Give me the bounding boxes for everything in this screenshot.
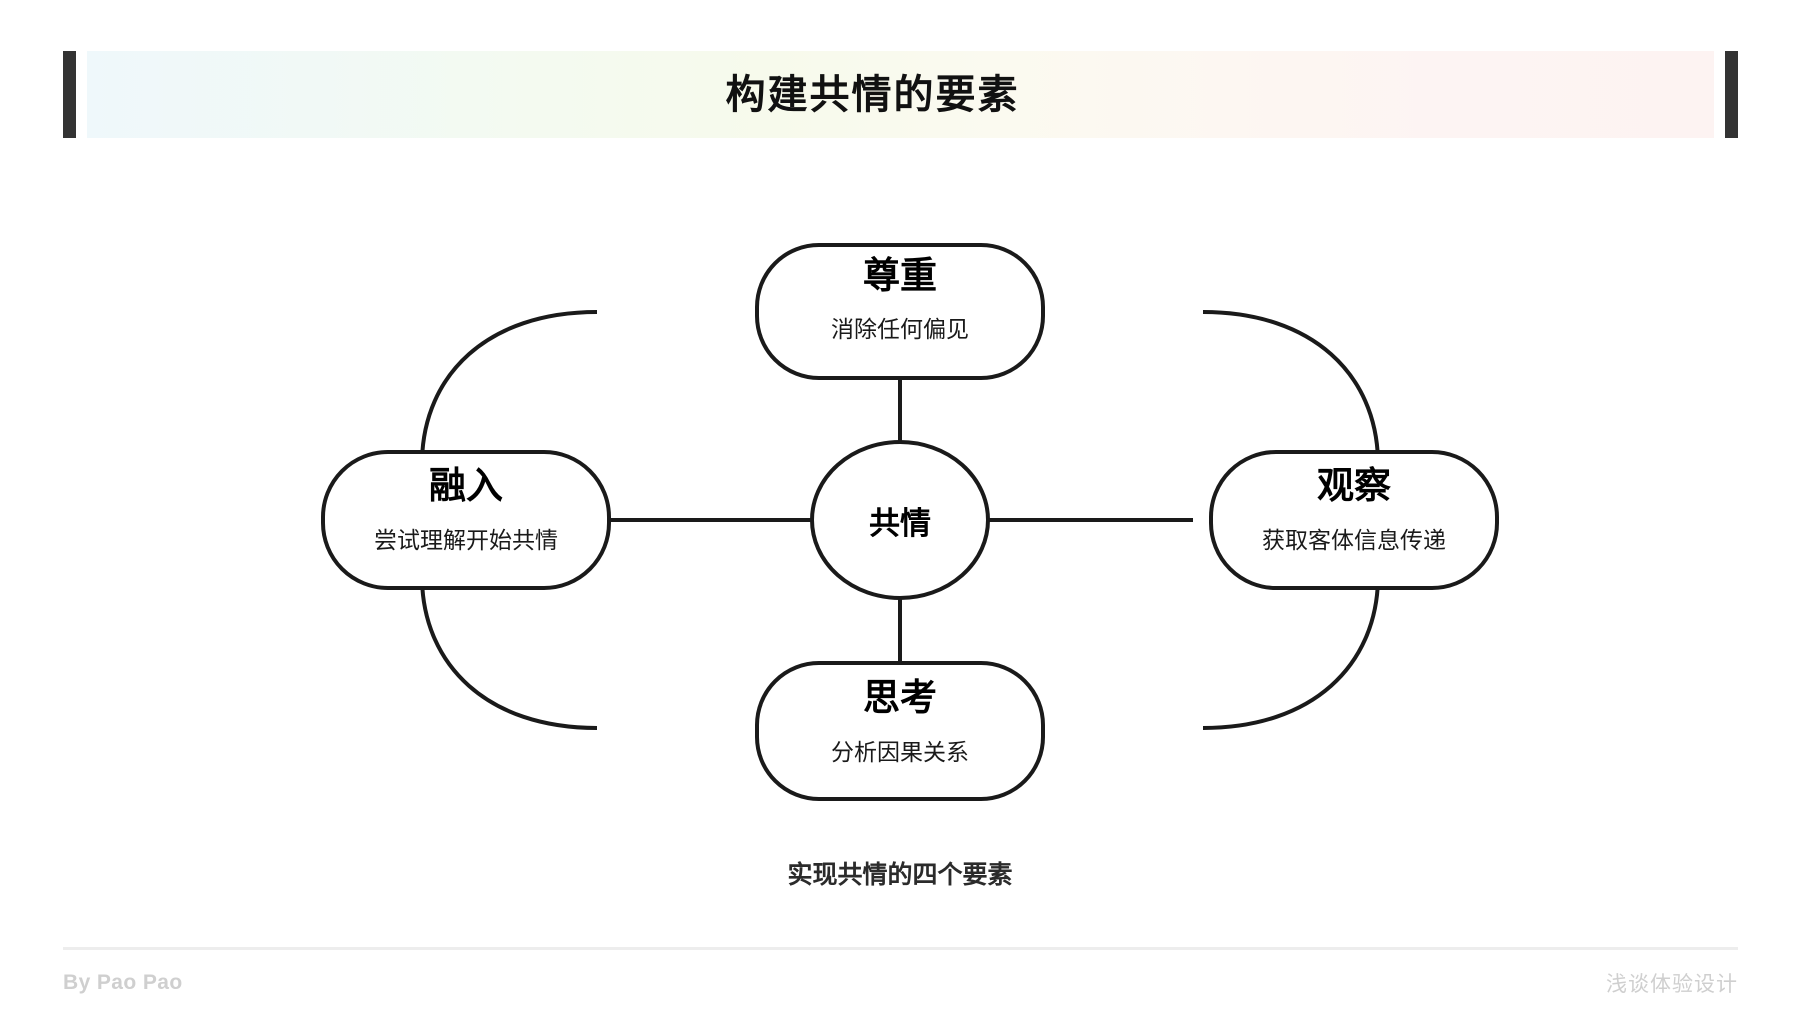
link-immerse-think: [420, 579, 598, 730]
diagram-caption: 实现共情的四个要素: [787, 861, 1013, 889]
node-center-empathy[interactable]: 共情: [810, 440, 990, 600]
empathy-diagram: 尊重 消除任何偏见 融入 尝试理解开始共情 观察 获取客体信息传递 思考 分析因…: [0, 160, 1800, 820]
title-banner: 构建共情的要素: [63, 51, 1738, 138]
diagram-connectors: [420, 310, 1380, 730]
node-think-label: 思考: [863, 677, 937, 718]
node-respect-label: 尊重: [863, 255, 937, 296]
footer-series: 浅谈体验设计: [1606, 973, 1738, 996]
title-right-gap: [1714, 51, 1725, 138]
title-left-bar: [63, 51, 76, 138]
node-observe-sub: 获取客体信息传递: [1262, 527, 1446, 553]
node-immerse[interactable]: 融入 尝试理解开始共情: [321, 450, 611, 590]
title-gradient-fill: 构建共情的要素: [87, 51, 1714, 138]
node-center-shape: [810, 440, 990, 600]
node-center-label: 共情: [869, 506, 931, 541]
node-immerse-shape: [321, 450, 611, 590]
node-think-shape: [755, 661, 1045, 801]
node-respect-sub: 消除任何偏见: [831, 316, 969, 342]
node-think-sub: 分析因果关系: [831, 739, 969, 765]
page-title: 构建共情的要素: [725, 72, 1020, 117]
link-respect-observe: [1202, 310, 1380, 461]
title-right-bar: [1725, 51, 1738, 138]
node-immerse-sub: 尝试理解开始共情: [374, 527, 558, 553]
node-respect[interactable]: 尊重 消除任何偏见: [755, 243, 1045, 380]
node-observe[interactable]: 观察 获取客体信息传递: [1209, 450, 1499, 590]
link-immerse-respect: [420, 310, 598, 461]
link-think-observe: [1202, 579, 1380, 730]
node-observe-label: 观察: [1317, 465, 1391, 506]
footer-author: By Pao Pao: [63, 971, 183, 994]
node-think[interactable]: 思考 分析因果关系: [755, 661, 1045, 801]
footer: By Pao Pao 浅谈体验设计: [63, 963, 1738, 1003]
node-observe-shape: [1209, 450, 1499, 590]
footer-divider: [63, 947, 1738, 950]
node-immerse-label: 融入: [429, 465, 503, 506]
title-left-gap: [76, 51, 87, 138]
node-respect-shape: [755, 243, 1045, 380]
